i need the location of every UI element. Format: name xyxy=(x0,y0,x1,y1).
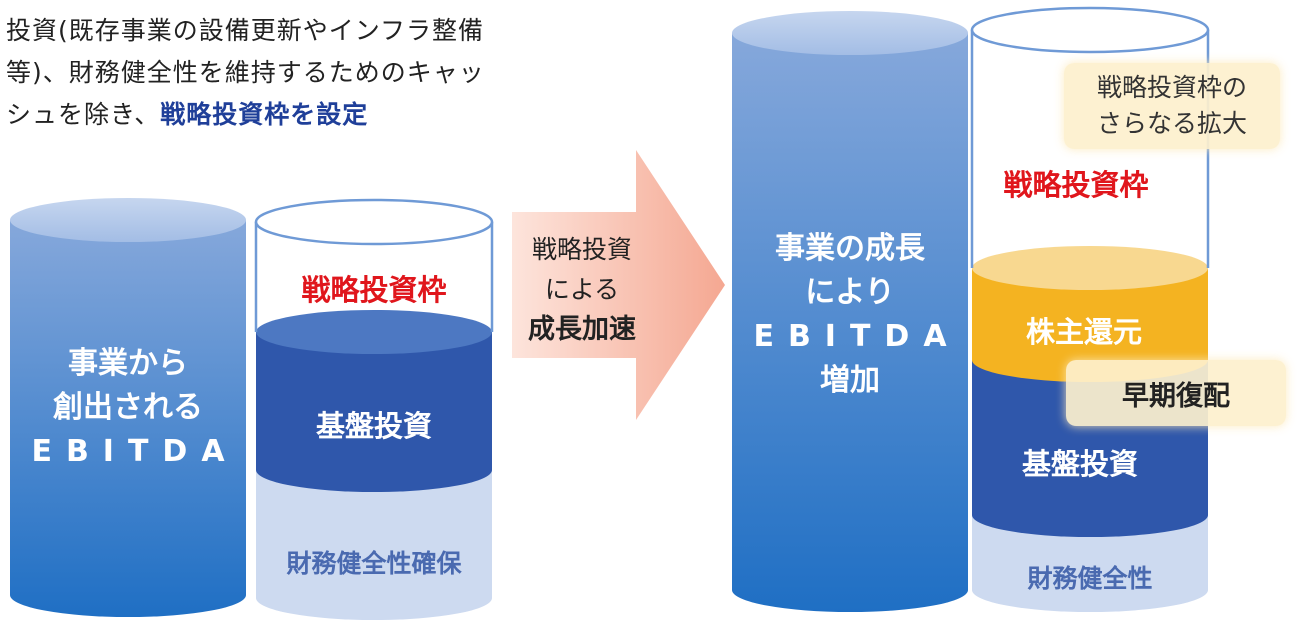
dividend-note: 早期復配 xyxy=(1066,360,1286,426)
left-strategic-label: 戦略投資枠 xyxy=(301,273,447,307)
right-ebitda-line4: 増加 xyxy=(819,363,880,398)
left-basic-segment xyxy=(256,332,492,492)
arrow-line1: 戦略投資 xyxy=(531,235,632,264)
left-basic-label: 基盤投資 xyxy=(315,409,433,443)
left-financial-segment xyxy=(256,470,492,620)
right-ebitda-line1: 事業の成長 xyxy=(774,231,925,266)
left-strategic-segment xyxy=(254,222,494,332)
growth-arrow xyxy=(512,150,725,420)
expand-note-line2: さらなる拡大 xyxy=(1096,109,1247,138)
right-shareholder-label: 株主還元 xyxy=(1025,315,1143,349)
right-shareholder-segment xyxy=(972,268,1208,382)
left-ebitda-label: 事業から 創出される EBITDA xyxy=(17,342,238,474)
arrow-line2: による xyxy=(544,275,620,304)
arrow-line3: 成長加速 xyxy=(528,314,636,345)
right-basic-label: 基盤投資 xyxy=(1021,447,1139,481)
right-allocation-cylinder xyxy=(970,6,1210,612)
arrow-label: 戦略投資 による 成長加速 xyxy=(528,230,636,350)
expand-note: 戦略投資枠の さらなる拡大 xyxy=(1064,63,1280,149)
left-ebitda-line3: EBITDA xyxy=(31,434,239,469)
left-ebitda-cylinder xyxy=(10,198,246,617)
intro-text: 投資(既存事業の設備更新やインフラ整備等)、財務健全性を維持するためのキャッシュ… xyxy=(6,10,506,136)
right-ebitda-cylinder xyxy=(732,11,968,612)
intro-highlight: 戦略投資枠を設定 xyxy=(160,100,369,129)
right-strategic-label: 戦略投資枠 xyxy=(1003,168,1149,202)
right-financial-label: 財務健全性 xyxy=(1027,564,1153,593)
right-financial-segment xyxy=(972,515,1208,612)
intro-body: 投資(既存事業の設備更新やインフラ整備等)、財務健全性を維持するためのキャッシュ… xyxy=(6,16,485,129)
left-allocation-cylinder xyxy=(254,198,494,620)
right-ebitda-line3: EBITDA xyxy=(753,319,961,354)
left-ebitda-line2: 創出される xyxy=(52,390,203,425)
expand-note-line1: 戦略投資枠の xyxy=(1096,73,1247,102)
right-ebitda-line2: により xyxy=(805,275,895,310)
left-financial-label: 財務健全性確保 xyxy=(286,549,462,578)
right-ebitda-label: 事業の成長 により EBITDA 増加 xyxy=(739,227,960,403)
dividend-note-label: 早期復配 xyxy=(1122,380,1230,412)
left-ebitda-line1: 事業から xyxy=(67,346,188,381)
